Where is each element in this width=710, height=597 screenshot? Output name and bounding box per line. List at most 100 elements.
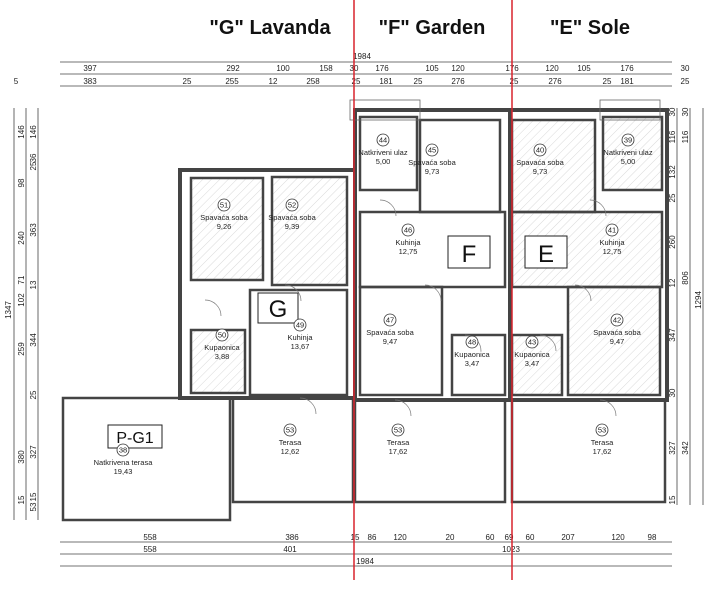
room-number: 49	[296, 321, 304, 330]
dim-label: 20	[446, 533, 455, 542]
dim-label: 120	[611, 533, 625, 542]
room-name: Spavaća soba	[268, 213, 316, 222]
room-name: Spavaća soba	[593, 328, 641, 337]
dim-label: 60	[486, 533, 495, 542]
dim-label: 71	[17, 275, 26, 284]
dim-label: 806	[681, 271, 690, 285]
room-area: 5,00	[376, 157, 391, 166]
dimension-lines	[13, 61, 704, 567]
unit-label-box	[257, 292, 299, 324]
room-area: 9,47	[610, 337, 625, 346]
dim-label: 25	[510, 77, 519, 86]
dim-label: 380	[17, 450, 26, 464]
room-name: Natkrivena terasa	[94, 458, 154, 467]
unit-dividers	[353, 0, 513, 580]
room-number: 38	[119, 446, 127, 455]
room-area: 3,88	[215, 352, 230, 361]
dim-label: 259	[17, 342, 26, 356]
dim-label: 255	[225, 77, 239, 86]
room-name: Terasa	[279, 438, 302, 447]
unit-label: G	[269, 296, 288, 323]
dim-label: 5	[14, 77, 19, 86]
unit-label: P-G1	[116, 430, 153, 447]
room-outline	[601, 115, 664, 192]
room-name: Kuhinja	[599, 238, 625, 247]
room-number: 52	[288, 201, 296, 210]
dim-label: 36	[29, 153, 38, 162]
door-swing	[299, 397, 317, 415]
room-outline	[358, 115, 419, 192]
dim-label: 12	[269, 77, 278, 86]
dim-label: 98	[17, 178, 26, 187]
room-number-circle	[525, 335, 539, 349]
room-number-circle	[605, 223, 619, 237]
dim-label: 181	[379, 77, 393, 86]
dim-label: 25	[603, 77, 612, 86]
room-name: Kuhinja	[287, 333, 313, 342]
room-number: 51	[220, 201, 228, 210]
dim-label: 53	[29, 502, 38, 511]
room-number-circle	[383, 313, 397, 327]
dim-label: 15	[351, 533, 360, 542]
dim-left-total: 1347	[4, 301, 13, 319]
dim-label: 25	[29, 161, 38, 170]
room-outline	[189, 328, 247, 395]
room-outline	[353, 398, 507, 504]
dim-label: 15	[668, 495, 677, 504]
room-area: 5,00	[621, 157, 636, 166]
dim-label: 276	[451, 77, 465, 86]
door-swing	[599, 399, 617, 417]
room-number-circle	[293, 318, 307, 332]
room-number-circle	[116, 443, 130, 457]
dim-label: 260	[668, 235, 677, 249]
dim-label: 25	[183, 77, 192, 86]
dim-label: 383	[83, 77, 97, 86]
dim-label: 120	[451, 64, 465, 73]
room-name: Spavaća soba	[408, 158, 456, 167]
dim-label: 258	[306, 77, 320, 86]
dim-label: 347	[668, 328, 677, 342]
dim-label: 100	[276, 64, 290, 73]
title-f-garden: "F" Garden	[379, 17, 486, 39]
dim-label: 397	[83, 64, 97, 73]
dim-right-total: 1294	[694, 291, 703, 309]
dim-label: 120	[393, 533, 407, 542]
room-number: 50	[218, 331, 226, 340]
dim-label: 25	[414, 77, 423, 86]
room-name: Kupaonica	[454, 350, 490, 359]
room-name: Spavaća soba	[516, 158, 564, 167]
dim-label: 102	[17, 293, 26, 307]
door-swing	[424, 284, 442, 302]
room-name: Natkriveni ulaz	[603, 148, 652, 157]
room-area: 12,75	[603, 247, 622, 256]
dim-label: 120	[545, 64, 559, 73]
room-outline	[61, 396, 232, 522]
room-name: Terasa	[591, 438, 614, 447]
dim-label: 105	[577, 64, 591, 73]
dim-label: 30	[668, 107, 677, 116]
door-swing	[574, 284, 592, 302]
room-area: 3,47	[525, 359, 540, 368]
room-number-circle	[610, 313, 624, 327]
unit-label-box	[107, 424, 163, 449]
dim-label: 146	[17, 125, 26, 139]
room-number-circle	[425, 143, 439, 157]
room-area: 9,26	[217, 222, 232, 231]
room-number-circle	[621, 133, 635, 147]
room-number: 43	[528, 338, 536, 347]
dim-label: 558	[143, 533, 157, 542]
room-area: 9,73	[425, 167, 440, 176]
dim-label: 86	[368, 533, 377, 542]
room-area: 3,47	[465, 359, 480, 368]
room-number-circle	[533, 143, 547, 157]
room-name: Spavaća soba	[366, 328, 414, 337]
dim-label: 292	[226, 64, 240, 73]
dim-label: 30	[668, 388, 677, 397]
dim-label: 30	[681, 64, 690, 73]
room-area: 12,75	[399, 247, 418, 256]
dim-label: 25	[352, 77, 361, 86]
room-area: 17,62	[389, 447, 408, 456]
room-outline	[450, 333, 507, 397]
dim-label: 327	[29, 445, 38, 459]
